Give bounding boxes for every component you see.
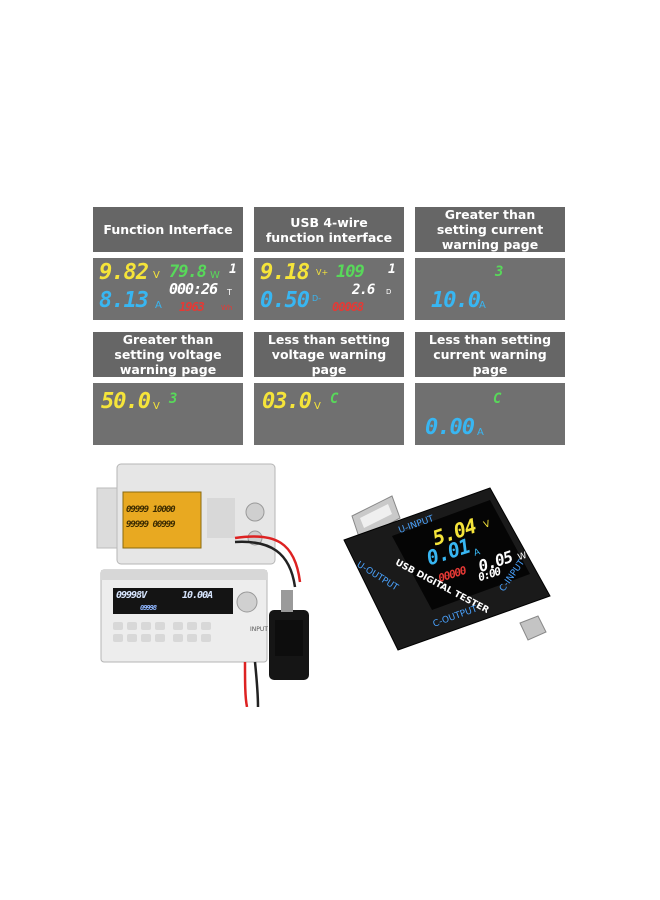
psu-top-display-line1: 09999 10000: [126, 505, 176, 515]
current-unit: D-: [312, 294, 322, 303]
screen-over-current: 3 10.0 A: [415, 258, 565, 320]
dp-reading: 109: [336, 262, 365, 282]
energy-reading: 1963: [179, 300, 205, 314]
current-reading: 10.0: [431, 288, 481, 313]
current-reading: 0.50: [260, 288, 310, 313]
panel-label-function-interface: Function Interface: [93, 207, 243, 252]
voltage-unit: V: [314, 401, 321, 412]
power-unit: W: [210, 270, 220, 281]
voltage-unit: V: [153, 401, 160, 412]
psu-top-display-line2: 99999 00999: [126, 520, 176, 530]
usb-digital-tester-photo: [343, 487, 551, 651]
index-reading: 1: [229, 262, 237, 277]
current-reading: 0.00: [425, 415, 475, 440]
screen-usb-4wire: 9.18 V+ 109 1 2.6 D 0.50 D- 00068: [254, 258, 404, 320]
warning-icon: C: [493, 391, 502, 407]
panel-label-under-voltage: Less than setting voltage warning page: [254, 332, 404, 377]
energy-reading: 00068: [332, 300, 364, 314]
warning-icon: 3: [495, 264, 504, 280]
voltage-reading: 03.0: [262, 389, 312, 414]
time-unit: T: [227, 288, 232, 297]
voltage-reading: 9.18: [260, 260, 310, 285]
voltage-unit: V: [153, 270, 160, 281]
power-reading: 79.8: [169, 262, 207, 282]
screen-under-current: C 0.00 A: [415, 383, 565, 445]
bench-power-supply-photo: [96, 463, 309, 707]
screen-under-voltage: 03.0 V C: [254, 383, 404, 445]
voltage-reading: 50.0: [101, 389, 151, 414]
panel-label-over-current: Greater than setting current warning pag…: [415, 207, 565, 252]
panel-label-over-voltage: Greater than setting voltage warning pag…: [93, 332, 243, 377]
panel-label-usb-4wire: USB 4-wire function interface: [254, 207, 404, 252]
screen-over-voltage: 50.0 V 3: [93, 383, 243, 445]
voltage-unit: V+: [316, 268, 329, 277]
psu-display-current: 10.00A: [182, 590, 213, 601]
current-reading: 8.13: [99, 288, 149, 313]
panel-label-under-current: Less than setting current warning page: [415, 332, 565, 377]
psu-display-voltage: 09998V: [116, 590, 147, 601]
mid-reading: 2.6: [352, 282, 375, 298]
screen-function-interface: 9.82 V 79.8 W 1 000:26 T 8.13 A 1963 Wh: [93, 258, 243, 320]
current-unit: A: [155, 300, 162, 311]
current-unit: A: [477, 427, 484, 438]
psu-display-sub: 09998: [140, 604, 157, 612]
warning-icon: 3: [169, 391, 178, 407]
energy-unit: Wh: [221, 304, 233, 312]
time-reading: 000:26: [169, 280, 218, 298]
index-reading: 1: [388, 262, 396, 277]
psu-input-label: INPUT: [250, 626, 268, 633]
warning-icon: C: [330, 391, 339, 407]
current-unit: A: [479, 300, 486, 311]
mid-unit: D: [386, 288, 392, 296]
voltage-reading: 9.82: [99, 260, 149, 285]
